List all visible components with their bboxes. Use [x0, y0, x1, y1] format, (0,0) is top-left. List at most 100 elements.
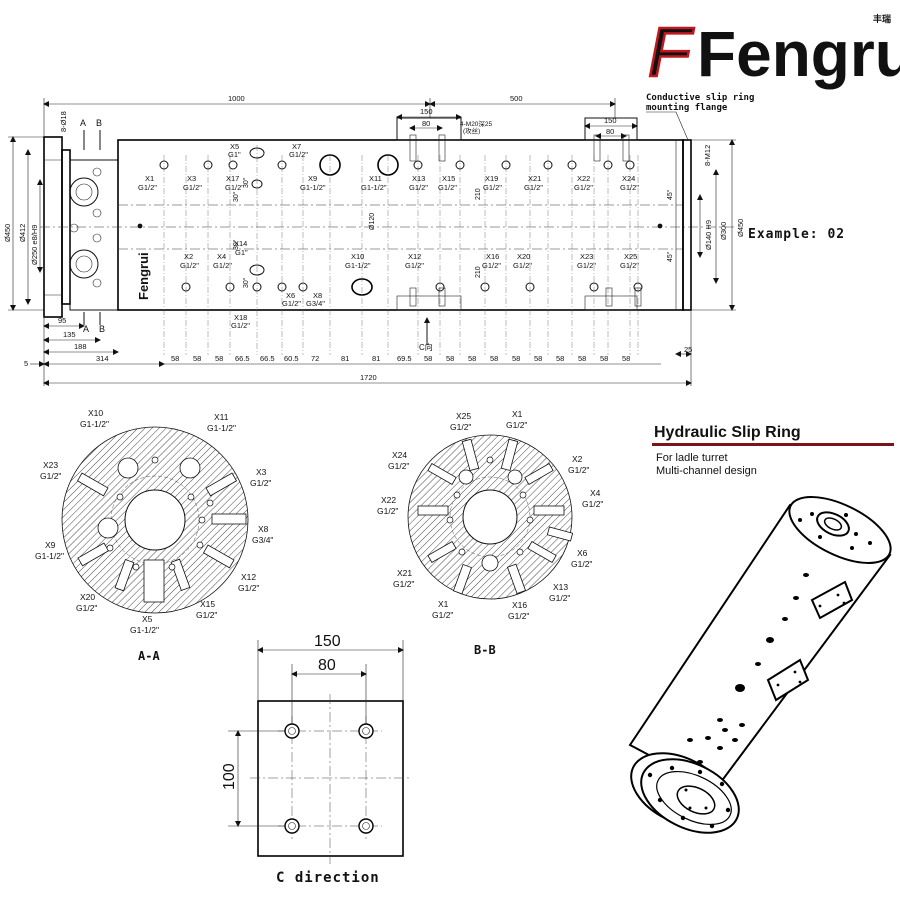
svg-text:X25: X25 [456, 411, 471, 421]
svg-text:X13: X13 [553, 582, 568, 592]
logo-cn-text: 丰瑞 [873, 13, 891, 24]
svg-text:X1: X1 [438, 599, 449, 609]
svg-text:X2: X2 [572, 454, 583, 464]
c-view-hole [284, 818, 300, 834]
svg-text:58: 58 [424, 354, 432, 363]
bottom-dimensions: 95 135 188 5 314 25 58 58 58 66.5 66.5 6… [24, 310, 692, 386]
svg-text:G1-1/2": G1-1/2" [207, 423, 236, 433]
left-dimensions: Ø450 Ø412 Ø250 e8/H9 [3, 136, 44, 311]
svg-text:58: 58 [534, 354, 542, 363]
section-bb-labels: X25 G1/2" X1 G1/2" X24 G1/2" X2 G1/2" X4… [377, 409, 603, 621]
svg-text:Ø250 e8/H9: Ø250 e8/H9 [30, 225, 39, 265]
c-view-dim-150: 150 [314, 633, 341, 650]
svg-text:58: 58 [556, 354, 564, 363]
svg-text:X15: X15 [442, 174, 455, 183]
svg-text:X15: X15 [200, 599, 215, 609]
svg-text:58: 58 [490, 354, 498, 363]
c-view-title: C direction [276, 870, 380, 886]
svg-text:G1/2": G1/2" [620, 261, 639, 270]
svg-text:X13: X13 [412, 174, 425, 183]
svg-text:66.5: 66.5 [260, 354, 275, 363]
svg-text:G1-1/2": G1-1/2" [35, 551, 64, 561]
c-direction-view: 150 80 100 C direction [221, 633, 410, 886]
svg-text:1720: 1720 [360, 373, 377, 382]
section-markers: A B A B [80, 118, 105, 334]
svg-text:58: 58 [600, 354, 608, 363]
svg-text:G1": G1" [235, 248, 248, 257]
svg-text:69.5: 69.5 [397, 354, 412, 363]
svg-text:G1/2": G1/2" [138, 183, 157, 192]
svg-text:G1-1/2": G1-1/2" [130, 625, 159, 635]
svg-text:X10: X10 [88, 408, 103, 418]
svg-text:135: 135 [63, 330, 76, 339]
svg-text:G1/2": G1/2" [76, 603, 97, 613]
svg-text:45°: 45° [666, 251, 674, 262]
hub-port-upper [69, 177, 99, 207]
top-port-labels: X1 G1/2" X3 G1/2" X17 G1/2" X5 G1" X7 G1… [138, 142, 639, 192]
svg-text:G1/2": G1/2" [183, 183, 202, 192]
section-aa-title: A-A [138, 649, 160, 663]
product-title-rule [652, 443, 894, 446]
svg-text:X4: X4 [590, 488, 601, 498]
product-info: Hydraulic Slip Ring For ladle turret Mul… [652, 424, 894, 477]
svg-text:X11: X11 [369, 174, 382, 183]
svg-text:X21: X21 [528, 174, 541, 183]
svg-text:G1/2": G1/2" [180, 261, 199, 270]
svg-text:8-Ø18: 8-Ø18 [59, 111, 68, 132]
section-aa-view: X10 G1-1/2" X11 G1-1/2" X23 G1/2" X3 G1/… [35, 408, 273, 663]
example-label: Example: 02 [748, 227, 845, 242]
svg-text:8-M12: 8-M12 [703, 145, 712, 166]
product-title: Hydraulic Slip Ring [654, 424, 801, 441]
svg-text:Ø140 H9: Ø140 H9 [704, 220, 713, 250]
svg-text:G1-1/2": G1-1/2" [345, 261, 371, 270]
svg-text:G1/2": G1/2" [388, 461, 409, 471]
svg-text:G1/2": G1/2" [508, 611, 529, 621]
flange-callout: Conductive slip ring mounting flange [646, 92, 754, 141]
svg-text:A: A [80, 118, 86, 128]
svg-text:X23: X23 [580, 252, 593, 261]
svg-text:X25: X25 [624, 252, 637, 261]
svg-text:58: 58 [446, 354, 454, 363]
svg-text:G1-1/2": G1-1/2" [80, 419, 109, 429]
svg-text:X24: X24 [392, 450, 407, 460]
svg-text:72: 72 [311, 354, 319, 363]
svg-text:G1/2": G1/2" [524, 183, 543, 192]
svg-text:G1/2": G1/2" [225, 183, 244, 192]
svg-text:G1/2": G1/2" [483, 183, 502, 192]
svg-text:X6: X6 [577, 548, 588, 558]
svg-text:G1/2": G1/2" [571, 559, 592, 569]
svg-text:G1/2": G1/2" [482, 261, 501, 270]
svg-text:G1/2": G1/2" [450, 422, 471, 432]
section-bb-view: X25 G1/2" X1 G1/2" X24 G1/2" X2 G1/2" X4… [377, 409, 603, 657]
logo-mark-outline: F [648, 13, 695, 91]
svg-text:G1/2": G1/2" [409, 183, 428, 192]
svg-text:81: 81 [372, 354, 380, 363]
svg-text:X7: X7 [292, 142, 301, 151]
svg-text:X23: X23 [43, 460, 58, 470]
svg-text:X17: X17 [226, 174, 239, 183]
svg-text:X22: X22 [381, 495, 396, 505]
svg-text:X21: X21 [397, 568, 412, 578]
svg-text:188: 188 [74, 342, 87, 351]
svg-text:G1/2": G1/2" [213, 261, 232, 270]
svg-text:G1/2": G1/2" [393, 579, 414, 589]
svg-text:58: 58 [215, 354, 223, 363]
svg-text:G1/2": G1/2" [231, 321, 250, 330]
svg-text:58: 58 [622, 354, 630, 363]
c-view-plate [257, 700, 404, 857]
svg-text:Ø450: Ø450 [3, 224, 12, 242]
svg-text:25: 25 [684, 345, 692, 354]
svg-text:Ø300: Ø300 [719, 222, 728, 240]
svg-text:30°: 30° [232, 191, 240, 202]
svg-text:60.5: 60.5 [284, 354, 299, 363]
c-view-hole [284, 723, 300, 739]
svg-text:X1: X1 [512, 409, 523, 419]
svg-text:G1-1/2": G1-1/2" [300, 183, 326, 192]
svg-text:G1/2": G1/2" [196, 610, 217, 620]
svg-text:X14: X14 [234, 239, 247, 248]
svg-text:X2: X2 [184, 252, 193, 261]
svg-text:95: 95 [58, 316, 66, 325]
main-elevation-view: Fengrui [3, 94, 745, 386]
svg-text:X12: X12 [241, 572, 256, 582]
